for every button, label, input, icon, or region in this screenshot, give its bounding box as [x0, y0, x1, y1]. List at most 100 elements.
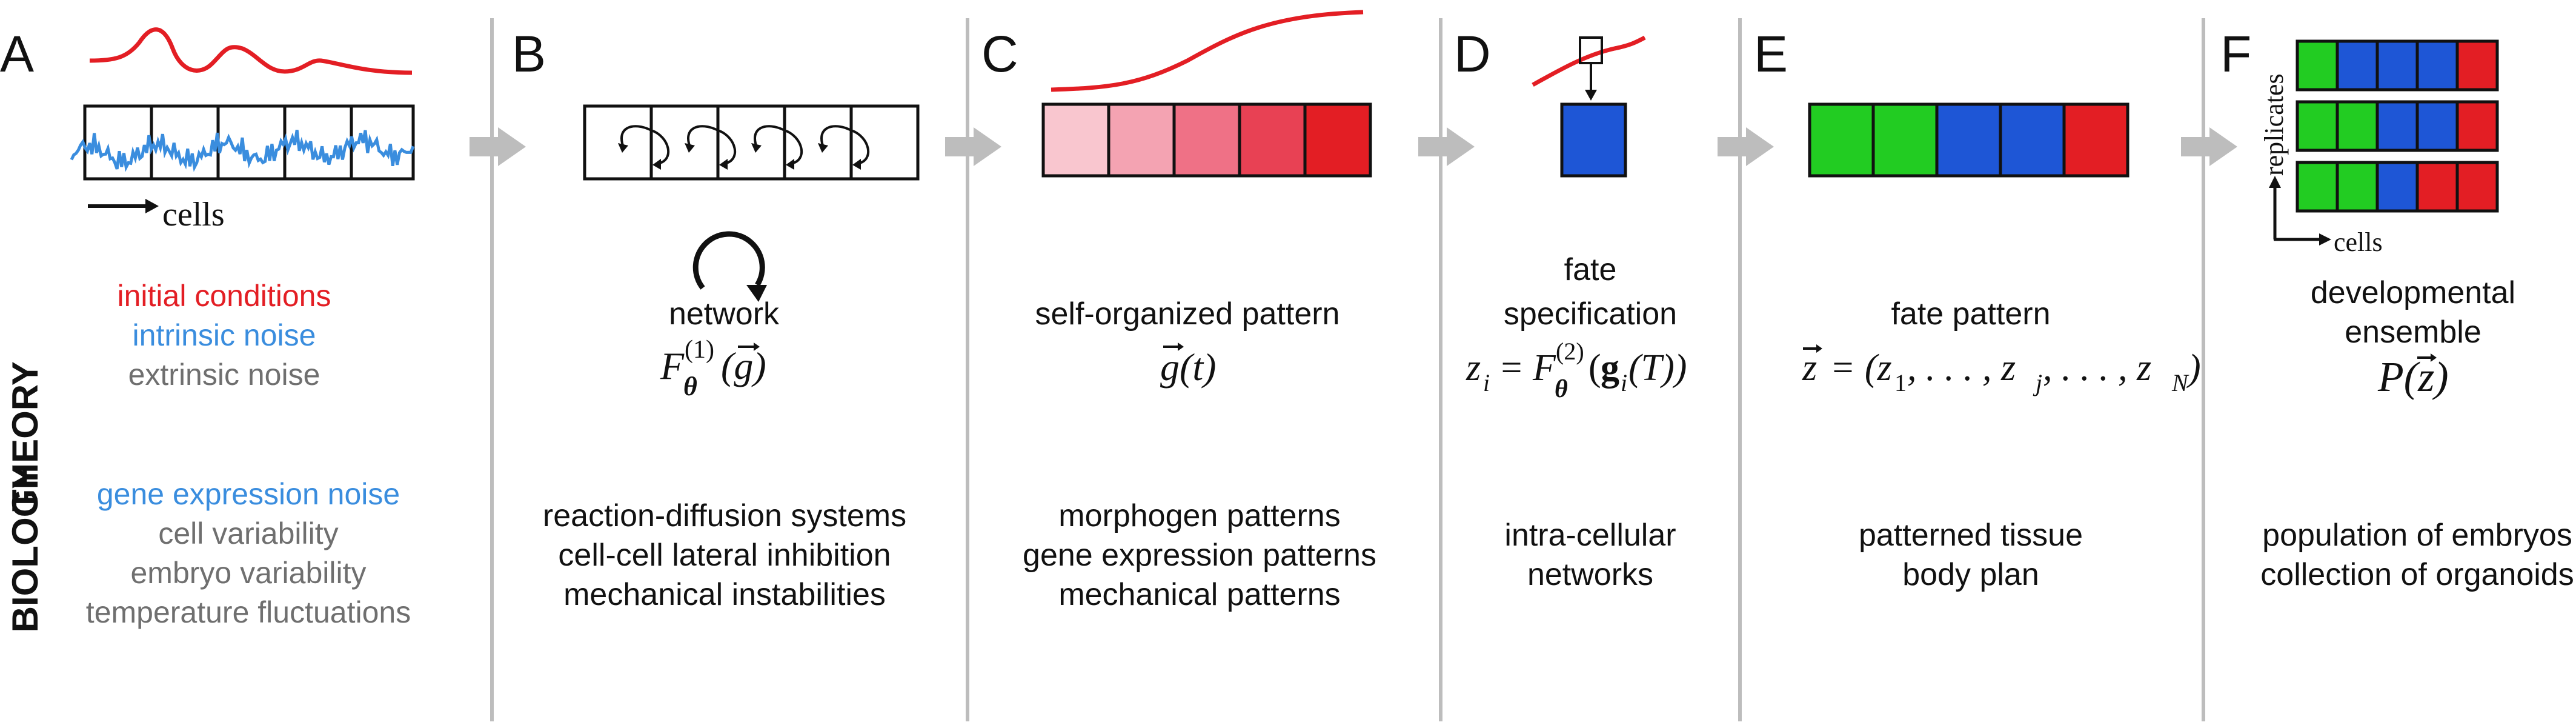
cell [783, 104, 853, 181]
interaction-arrowhead [852, 159, 861, 170]
fate-formula-sub: θ [1555, 375, 1568, 403]
interaction-loop [820, 125, 869, 165]
side-label-theory: THEORY [5, 361, 45, 512]
flow-arrow-ef [2181, 127, 2237, 166]
biology-item-gene-expression-noise: gene expression noise [97, 477, 400, 511]
fate-formula-eq: = [1492, 347, 1532, 389]
panel-f: F replicates cells developmental ensembl… [2220, 25, 2574, 592]
interaction-arrowhead [818, 143, 828, 153]
panel-e-biology: patterned tissue body plan [1859, 518, 2083, 592]
biology-item-population-of-embryos: population of embryos [2262, 518, 2572, 553]
network-formula-base: F [660, 344, 685, 387]
replicate-cell-green [2295, 39, 2339, 92]
cells-axis-label: cells [162, 196, 225, 233]
fate-vector-z: z [1802, 347, 1817, 389]
fate-vector-sub-1: 1 [1894, 369, 1907, 396]
interaction-arrowhead [719, 159, 728, 170]
fate-vector-sub-j: j [2033, 369, 2042, 396]
panel-d: D fate specification z i = F (2) θ ( g i… [1454, 25, 1687, 592]
pattern-formula: g(t) [1160, 342, 1216, 389]
panel-letter-c: C [981, 25, 1018, 82]
fate-cell-green [1808, 102, 1875, 178]
vector-arrowhead-g [1178, 342, 1184, 351]
fate-cell-red [2062, 102, 2130, 178]
replicate-cell-green [2335, 100, 2379, 152]
network-formula: F (1) θ (g) [660, 336, 766, 401]
fate-formula-open: ( [1588, 347, 1601, 389]
replicate-cell-blue [2335, 39, 2379, 92]
theory-item-extrinsic-noise: extrinsic noise [128, 358, 320, 392]
cell [849, 104, 920, 181]
biology-item-collection-of-organoids: collection of organoids [2260, 557, 2574, 592]
panel-letter-a: A [0, 25, 34, 82]
fate-formula-arg-sub: i [1621, 369, 1627, 396]
biology-item-networks: networks [1527, 557, 1653, 592]
replicate-cell-blue [2375, 161, 2419, 213]
flow-arrow-bc [945, 127, 1001, 166]
biology-item-embryo-variability: embryo variability [130, 556, 366, 590]
interaction-loop [687, 125, 736, 165]
replicate-cell-blue [2415, 100, 2459, 152]
fate-vector-part-3: , . . . , z [2043, 347, 2151, 389]
ensemble-label-1: developmental [2311, 275, 2515, 310]
fate-formula-arg-bold: g [1601, 347, 1619, 389]
gradient-cell [1303, 102, 1372, 178]
network-loop-icon [692, 231, 767, 302]
biology-item-mechanical-patterns: mechanical patterns [1058, 577, 1340, 612]
network-loop-arc [692, 231, 765, 290]
panel-letter-b: B [512, 25, 546, 82]
fate-vector-part-2: , . . . , z [1907, 347, 2016, 389]
flow-arrow-ab [470, 127, 526, 166]
gradient-cell [1172, 102, 1241, 178]
biology-item-patterned-tissue: patterned tissue [1859, 518, 2083, 553]
panel-letter-d: D [1454, 25, 1491, 82]
panel-a: A cells initial conditions intrinsic noi… [0, 25, 415, 629]
ensemble-axes: cells [2269, 176, 2383, 257]
interaction-loop [620, 125, 669, 165]
biology-item-temperature-fluctuations: temperature fluctuations [86, 595, 411, 629]
network-formula-arg: (g) [721, 344, 766, 387]
replicate-cell-green [2295, 161, 2339, 213]
theory-item-initial-conditions: initial conditions [118, 279, 331, 313]
biology-item-cell-variability: cell variability [158, 516, 338, 550]
replicate-cell-green [2295, 100, 2339, 152]
fate-vector-close: ) [2186, 347, 2201, 389]
gradient-cell [1238, 102, 1307, 178]
network-formula-sub: θ [683, 372, 697, 401]
replicate-cell-red [2455, 161, 2499, 213]
cell [350, 104, 415, 181]
morphogen-curve-local [1532, 35, 1646, 87]
intrinsic-noise-trace [70, 130, 415, 172]
gradient-cell [1041, 102, 1110, 178]
biology-item-mechanical-instabilities: mechanical instabilities [563, 577, 886, 612]
fate-pattern-label: fate pattern [1891, 296, 2050, 332]
cells-axis-arrowhead-f [2319, 233, 2331, 246]
panel-letter-f: F [2220, 25, 2251, 82]
flow-arrow-cd [1418, 127, 1475, 166]
fate-formula-lhs: z [1466, 347, 1481, 389]
panel-letter-e: E [1754, 25, 1788, 82]
fate-cell-blue [1999, 102, 2066, 178]
panel-e: E fate pattern z = (z 1 , . . . , z j , … [1754, 25, 2201, 592]
biology-item-body-plan: body plan [1902, 557, 2039, 592]
fate-specification-label-1: fate [1564, 252, 1617, 287]
fate-formula-sup: (2) [1556, 338, 1584, 365]
flow-arrow-de [1718, 127, 1774, 166]
vector-arrowhead-z [2431, 353, 2437, 362]
network-formula-sup: (1) [685, 336, 714, 364]
fate-cell-green [1871, 102, 1939, 178]
replicate-cell-red [2455, 100, 2499, 152]
replicate-cell-green [2335, 161, 2379, 213]
biology-item-morphogen-patterns: morphogen patterns [1058, 498, 1340, 533]
cell-fate-box [1560, 102, 1627, 178]
gradient-cell-row [1041, 102, 1372, 178]
biology-item-gene-expression-patterns: gene expression patterns [1023, 538, 1376, 573]
fate-vector-formula: z = (z 1 , . . . , z j , . . . , z N ) [1802, 344, 2201, 396]
replicate-rows [2295, 39, 2499, 213]
panel-f-biology: population of embryos collection of orga… [2260, 518, 2574, 592]
panel-b: B network F (1) θ (g) reaction-diffusion… [512, 25, 920, 612]
biology-item-intra-cellular: intra-cellular [1504, 518, 1676, 553]
vector-arrowhead-g [754, 342, 760, 351]
panel-c: C self-organized pattern g(t) morphogen … [981, 10, 1376, 612]
interaction-arrowhead [618, 143, 628, 153]
